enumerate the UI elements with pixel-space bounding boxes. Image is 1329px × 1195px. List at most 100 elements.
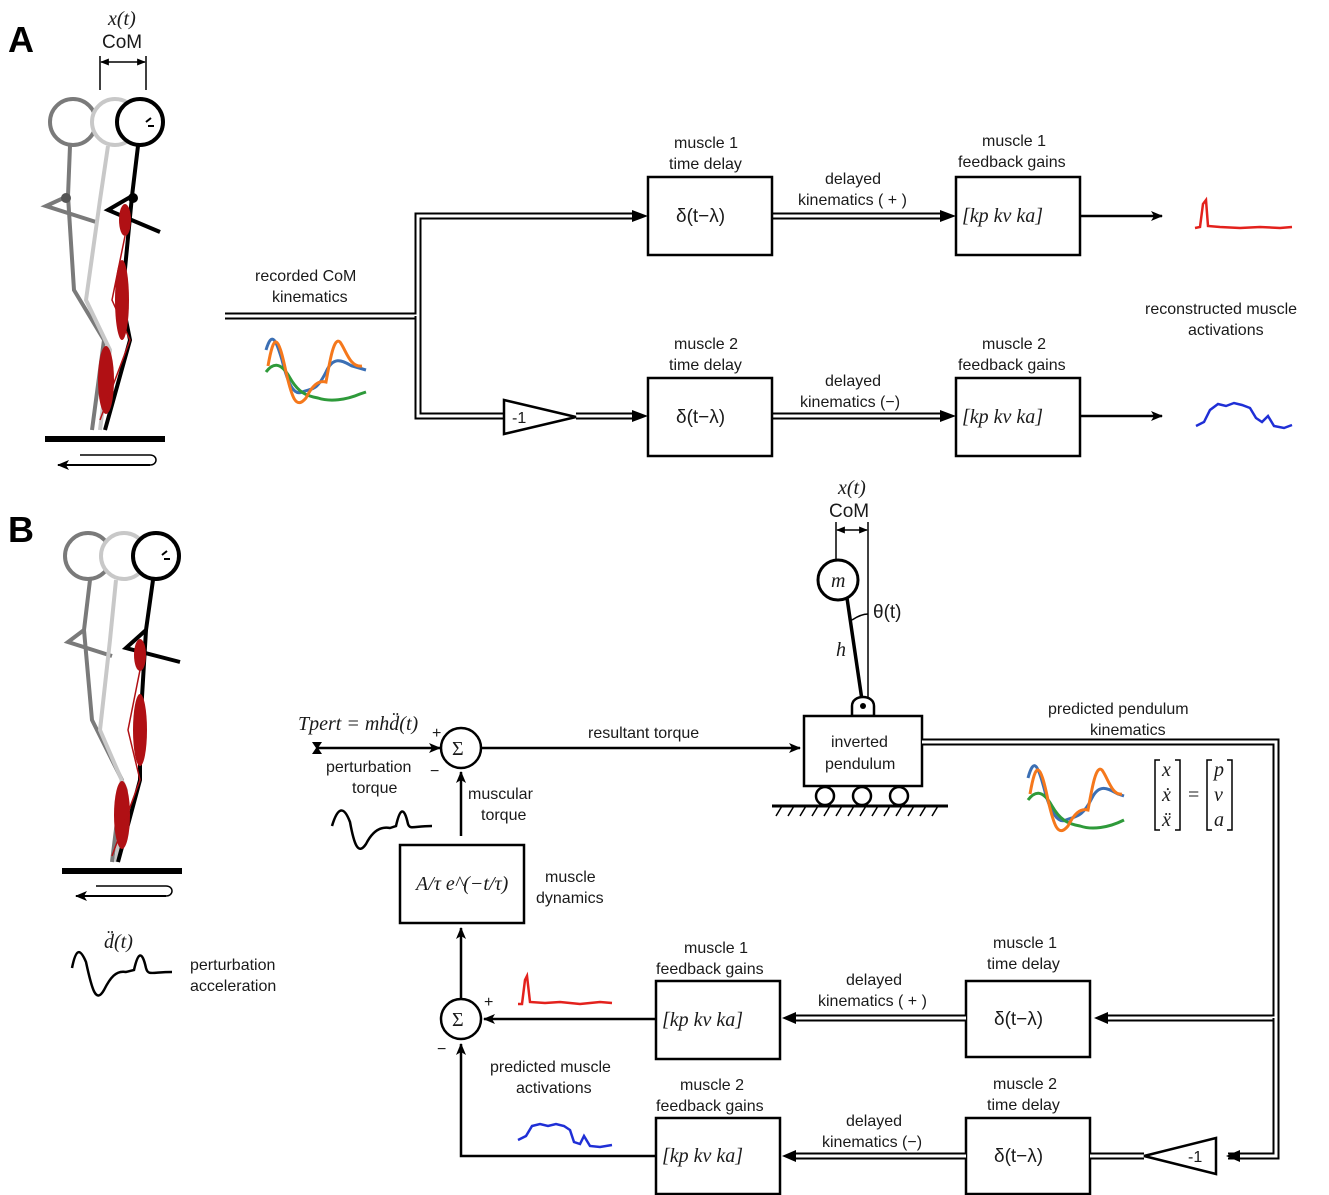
inverted-pendulum-illustration: x(t) CoM m θ(t) h inverted pendulum bbox=[772, 477, 948, 817]
recorded-kinematics-plot bbox=[264, 337, 367, 405]
svg-text:ẋ: ẋ bbox=[1161, 784, 1171, 806]
m1-gain-title-b-2: feedback gains bbox=[656, 961, 764, 978]
muscle-icon bbox=[119, 204, 131, 236]
joint-marker-icon bbox=[61, 193, 71, 203]
m2-gain-expr-b: [kp kv ka] bbox=[662, 1145, 743, 1167]
muscle-icon bbox=[114, 781, 130, 849]
svg-text:=: = bbox=[1188, 784, 1199, 806]
delayed2-label-b-2: kinematics (−) bbox=[822, 1134, 922, 1151]
pendulum-box bbox=[802, 714, 924, 788]
m2-delay-expr-a: δ(t−λ) bbox=[676, 407, 725, 428]
predicted-kinematics-plot bbox=[1026, 764, 1125, 833]
m1-delay-box-a bbox=[646, 175, 774, 257]
com-label-b: CoM bbox=[829, 501, 869, 522]
muscle1-activation-trace-a bbox=[1194, 196, 1293, 230]
delayed1-label-b-2: kinematics ( + ) bbox=[818, 993, 927, 1010]
m2-delay-title-a-2: time delay bbox=[669, 357, 742, 374]
sum1-symbol: Σ bbox=[452, 738, 464, 760]
svg-text:a: a bbox=[1214, 809, 1224, 831]
m2-delay-title-b-2: time delay bbox=[987, 1097, 1060, 1114]
delayed1-label-b-1: delayed bbox=[846, 972, 902, 989]
neg-gain-a: -1 bbox=[512, 410, 526, 427]
perturbation-torque-trace bbox=[330, 809, 433, 850]
recorded-label-1: recorded CoM bbox=[255, 268, 356, 285]
m2-gain-title-a-2: feedback gains bbox=[958, 357, 1066, 374]
sum1-minus: − bbox=[430, 763, 439, 780]
m2-gain-title-b-2: feedback gains bbox=[656, 1098, 764, 1115]
recorded-label-2: kinematics bbox=[272, 289, 348, 306]
m1-gain-expr-b: [kp kv ka] bbox=[662, 1009, 743, 1031]
m1-delay-expr-b: δ(t−λ) bbox=[994, 1009, 1043, 1030]
pert-torque-label-2: torque bbox=[352, 780, 397, 797]
sum-junction-2 bbox=[439, 997, 483, 1041]
predicted-kin-label-1: predicted pendulum bbox=[1048, 701, 1189, 718]
com-label-a: CoM bbox=[102, 32, 142, 53]
recon-label-2: activations bbox=[1188, 322, 1264, 339]
stick-figure-b: d̈(t) perturbation acceleration bbox=[62, 531, 276, 997]
resultant-label: resultant torque bbox=[588, 725, 699, 742]
pendulum-label-1: inverted bbox=[831, 734, 888, 751]
muscular-label-2: torque bbox=[481, 807, 526, 824]
svg-text:v: v bbox=[1214, 784, 1223, 806]
muscle-dynamics: muscular torque A/τ e^(−t/τ) muscle dyna… bbox=[398, 771, 604, 1058]
com-x-label-a: x(t) bbox=[107, 8, 136, 30]
m1-delay-title-a-1: muscle 1 bbox=[674, 135, 738, 152]
double-signal-lines-a bbox=[225, 212, 945, 420]
m1-gain-box-b bbox=[654, 979, 782, 1061]
muscle2-activation-trace-b bbox=[517, 1122, 613, 1149]
dyn-expr: A/τ e^(−t/τ) bbox=[414, 873, 509, 895]
delayed1-label-a-2: kinematics ( + ) bbox=[798, 192, 907, 209]
m1-gain-title-a-1: muscle 1 bbox=[982, 133, 1046, 150]
delayed2-label-b-1: delayed bbox=[846, 1113, 902, 1130]
delayed1-label-a-1: delayed bbox=[825, 171, 881, 188]
panel-a-diagram: recorded CoM kinematics -1 m bbox=[225, 133, 1297, 458]
sum1-plus: + bbox=[432, 725, 441, 742]
muscle1-activation-trace-b bbox=[518, 971, 613, 1006]
negative-gain-icon bbox=[1143, 1136, 1218, 1176]
length-label: h bbox=[836, 639, 846, 661]
muscle-icon bbox=[133, 694, 147, 766]
negative-gain-icon bbox=[502, 398, 577, 436]
m2-gain-title-a-1: muscle 2 bbox=[982, 336, 1046, 353]
panel-b-top: Tpert = mhd̈(t) + − Σ perturbation torqu… bbox=[298, 701, 1280, 1162]
predicted-kin-label-2: kinematics bbox=[1090, 722, 1166, 739]
delayed2-label-a-2: kinematics (−) bbox=[800, 394, 900, 411]
m1-gain-expr-a: [kp kv ka] bbox=[962, 205, 1043, 227]
recon-label-1: reconstructed muscle bbox=[1145, 301, 1297, 318]
m1-gain-title-a-2: feedback gains bbox=[958, 154, 1066, 171]
muscle-icon bbox=[115, 260, 129, 340]
m2-delay-title-a-1: muscle 2 bbox=[674, 336, 738, 353]
muscle-icon bbox=[98, 346, 114, 414]
platform-icon bbox=[45, 436, 165, 442]
com-x-label-b: x(t) bbox=[837, 477, 866, 499]
neg-gain-b: -1 bbox=[1188, 1149, 1202, 1166]
pred-act-label-2: activations bbox=[516, 1080, 592, 1097]
pred-act-label-1: predicted muscle bbox=[490, 1059, 611, 1076]
panel-label-b: B bbox=[8, 509, 34, 550]
dyn-label-2: dynamics bbox=[536, 890, 604, 907]
m1-gain-title-b-1: muscle 1 bbox=[684, 940, 748, 957]
pendulum-label-2: pendulum bbox=[825, 756, 895, 773]
m1-gain-box-a bbox=[954, 175, 1082, 257]
m1-delay-box-b bbox=[964, 979, 1092, 1059]
tpert-label: Tpert = mhd̈(t) bbox=[298, 711, 418, 735]
m2-gain-title-b-1: muscle 2 bbox=[680, 1077, 744, 1094]
m2-delay-title-b-1: muscle 2 bbox=[993, 1076, 1057, 1093]
m1-delay-title-b-2: time delay bbox=[987, 956, 1060, 973]
accel-symbol: d̈(t) bbox=[104, 929, 133, 953]
sum2-minus: − bbox=[437, 1041, 446, 1058]
m2-gain-box-b bbox=[654, 1116, 782, 1195]
muscle-icon bbox=[134, 639, 146, 671]
m1-delay-title-b-1: muscle 1 bbox=[993, 935, 1057, 952]
sum2-symbol: Σ bbox=[452, 1009, 464, 1031]
m2-delay-expr-b: δ(t−λ) bbox=[994, 1146, 1043, 1167]
m2-gain-expr-a: [kp kv ka] bbox=[962, 406, 1043, 428]
muscular-label-1: muscular bbox=[468, 786, 534, 803]
m2-delay-box-b bbox=[964, 1116, 1092, 1195]
arrow-tail-icon bbox=[312, 742, 322, 754]
pert-torque-label-1: perturbation bbox=[326, 759, 411, 776]
svg-text:x: x bbox=[1161, 759, 1171, 781]
platform-icon bbox=[62, 868, 182, 874]
m1-delay-title-a-2: time delay bbox=[669, 156, 742, 173]
